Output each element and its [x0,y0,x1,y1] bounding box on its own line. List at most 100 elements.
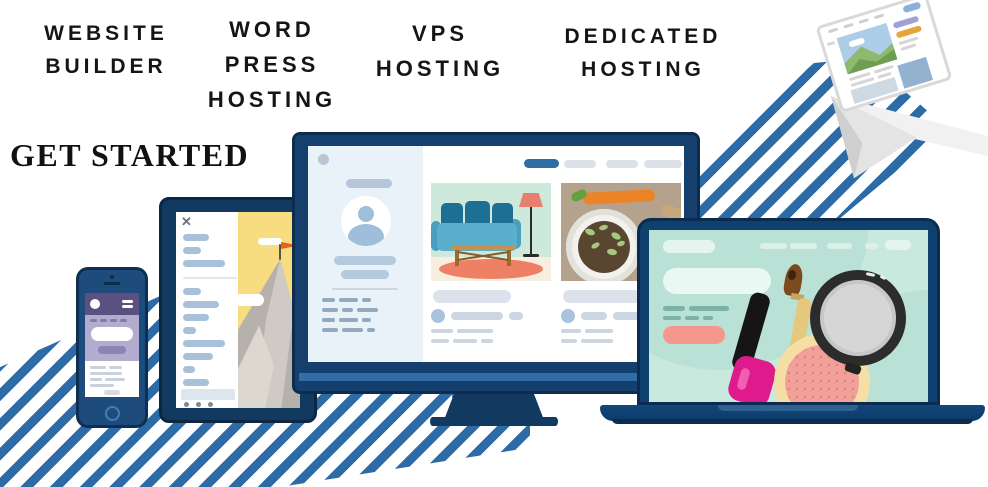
couch-pillow [492,203,513,227]
menu-item-placeholder[interactable] [183,247,201,254]
content-block [897,56,933,89]
camera-dot [110,275,114,279]
menu-item-placeholder[interactable] [183,314,209,321]
couch-pillow [465,201,490,227]
nav-cta-placeholder[interactable] [885,240,911,250]
table-top [451,245,515,250]
logo-circle [90,299,100,309]
placeholder-line [322,328,338,332]
cloud-icon [848,37,866,48]
avatar-shoulders [348,224,384,246]
menu-item-placeholder[interactable] [183,288,201,295]
hamburger-menu-icon[interactable] [122,305,133,308]
category-website-builder[interactable]: WEBSITE BUILDER [26,17,186,83]
placeholder-line [367,328,375,332]
placeholder-line [689,306,729,311]
placeholder-line [481,339,493,343]
placeholder-line [90,384,114,387]
laptop-screen [649,230,928,402]
lamp-pole [530,207,532,255]
placeholder-line [90,366,106,369]
placeholder-line [431,329,453,333]
small-button-placeholder [104,390,120,395]
placeholder-line [453,339,477,343]
nav-item-placeholder[interactable] [865,243,878,249]
phone-screen [85,293,139,397]
bezel-accent-strip [299,373,693,381]
nav-tab[interactable] [644,160,682,168]
placeholder-line [357,308,378,312]
get-started-cta[interactable]: GET STARTED [10,137,250,173]
menu-item-placeholder[interactable] [183,327,196,334]
nav-tab[interactable] [564,160,596,168]
ellipsis-dot [184,402,189,407]
placeholder-line [322,308,338,312]
title-placeholder [346,179,392,188]
placeholder-line [322,298,335,302]
meta-placeholder [509,312,523,320]
compact-mirror [810,270,906,366]
subtitle-placeholder [341,270,389,279]
placeholder-line [703,316,713,320]
site-logo-placeholder [663,240,715,253]
profile-sidebar [308,146,423,362]
placeholder-line [339,318,358,322]
divider [332,288,398,290]
nav-placeholder [90,319,97,322]
menu-item-placeholder[interactable] [183,366,195,373]
hero-title-placeholder [663,268,771,294]
menu-item-placeholder[interactable] [183,353,213,360]
placeholder-line [581,339,613,343]
nav-item-placeholder[interactable] [760,243,787,249]
nav-item-placeholder[interactable] [827,243,852,249]
close-icon[interactable]: ✕ [181,214,192,229]
placeholder-line [322,318,335,322]
menu-item-placeholder[interactable] [183,234,209,241]
desktop-monitor-illustration [292,132,700,394]
browser-window-illustration [815,0,953,113]
phone-cta-button[interactable] [98,346,126,354]
footer-block [181,389,235,400]
placeholder-line [900,43,917,51]
nav-placeholder [110,319,117,322]
rug [439,259,543,279]
nav-placeholder [120,319,127,322]
nav-item-placeholder[interactable] [790,243,817,249]
ellipsis-dot [208,402,213,407]
category-wordpress-hosting[interactable]: WORD PRESS HOSTING [192,12,352,117]
menu-item-placeholder[interactable] [183,301,219,308]
table-leg [507,250,511,266]
nav-tab-active[interactable] [524,159,559,168]
placeholder-line [663,306,685,311]
menu-dot [318,154,329,165]
category-dedicated-hosting[interactable]: DEDICATED HOSTING [545,20,741,86]
menu-item-placeholder[interactable] [183,340,225,347]
category-label-line: HOSTING [581,58,705,81]
tablet-screen: ✕ [176,212,300,408]
category-vps-hosting[interactable]: VPS HOSTING [360,16,520,86]
menu-item-placeholder[interactable] [183,379,209,386]
avatar-head [358,206,374,222]
category-label-line: DEDICATED [564,25,722,48]
placeholder-line [339,298,358,302]
hamburger-menu-icon[interactable] [122,300,133,303]
placeholder-line [431,339,449,343]
avatar [431,309,445,323]
placeholder-line [362,318,371,322]
meta-placeholder [613,312,643,320]
post-title-placeholder [563,290,641,303]
search-bar-placeholder[interactable] [91,327,133,341]
laptop-cta-button[interactable] [663,326,725,344]
menu-item-placeholder[interactable] [183,260,225,267]
nav-tab[interactable] [606,160,638,168]
browser-button [902,1,922,14]
lamp-base [523,254,539,257]
category-label-line: WEBSITE [44,22,168,45]
cloud-icon [238,294,264,306]
placeholder-line [109,366,122,369]
category-label-line: VPS [411,21,469,46]
mirror-glint [865,272,876,277]
home-button[interactable] [105,406,120,421]
flag-pole [279,244,281,260]
